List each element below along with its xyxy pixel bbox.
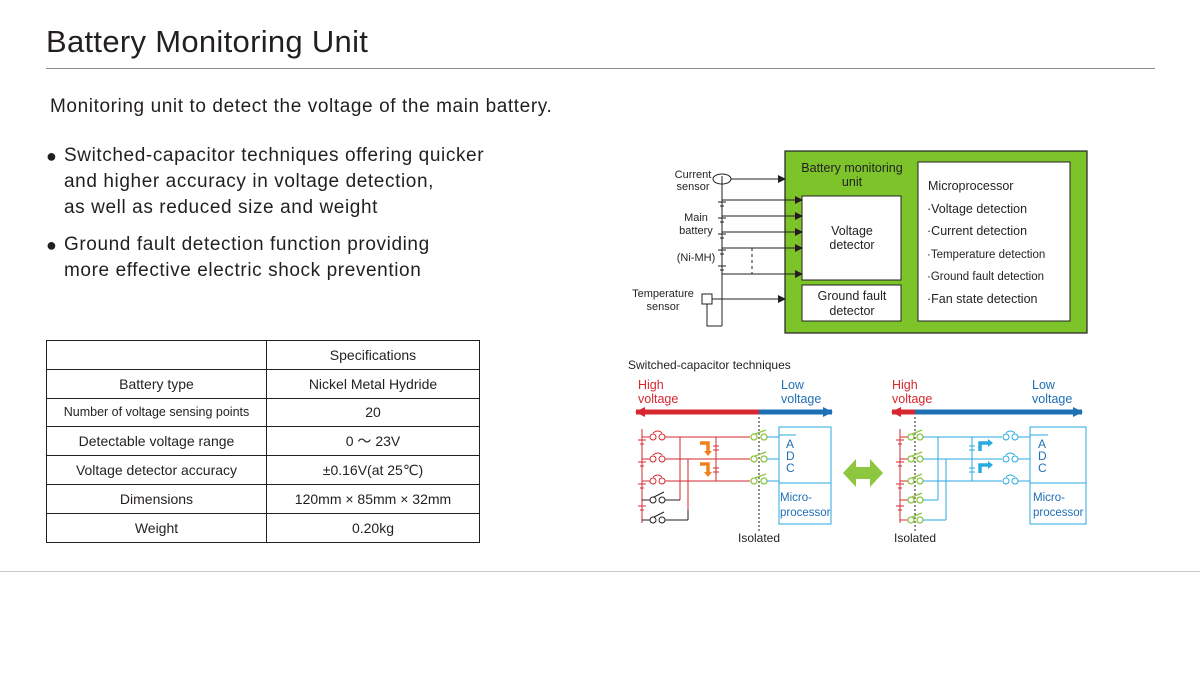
micro-label: Micro- bbox=[1033, 492, 1065, 504]
adc-letter: D bbox=[1038, 449, 1047, 463]
block-diagram: Battery monitoring unit Voltage detector… bbox=[632, 150, 1088, 334]
bullet-marker: ● bbox=[46, 146, 58, 166]
nimh-label: (Ni-MH) bbox=[677, 252, 715, 264]
isolated-label: Isolated bbox=[894, 531, 936, 545]
high-voltage-label: High bbox=[892, 378, 918, 392]
unit-label: Battery monitoring bbox=[801, 161, 902, 175]
feature-text: Ground fault detection function providin… bbox=[64, 234, 430, 281]
low-voltage-label: voltage bbox=[1032, 392, 1072, 406]
adc-letter: D bbox=[786, 449, 795, 463]
low-voltage-label: voltage bbox=[781, 392, 821, 406]
feature-item: ● Ground fault detection function provid… bbox=[46, 232, 606, 284]
footer-divider bbox=[0, 571, 1200, 572]
main-battery-label: battery bbox=[679, 225, 713, 237]
spec-label: Weight bbox=[46, 512, 267, 543]
high-voltage-label: voltage bbox=[892, 392, 932, 406]
temp-sensor-label: sensor bbox=[646, 301, 679, 313]
spec-value: 0.20kg bbox=[266, 512, 480, 543]
ground-fault-detector-box bbox=[801, 284, 902, 322]
temp-sensor-icon bbox=[701, 293, 713, 305]
micro-item: ·Fan state detection bbox=[927, 292, 1038, 306]
spec-label: Battery type bbox=[46, 368, 267, 399]
switched-capacitor-diagram: Switched-capacitor techniques High volta… bbox=[628, 358, 1087, 545]
spec-table: Specifications Battery type Nickel Metal… bbox=[46, 340, 480, 543]
high-voltage-label: High bbox=[638, 378, 664, 392]
table-row: Battery type Nickel Metal Hydride bbox=[46, 368, 480, 399]
unit-label: unit bbox=[842, 175, 863, 189]
table-row: Voltage detector accuracy ±0.16V(at 25℃) bbox=[46, 455, 480, 485]
charge-flow-icon bbox=[700, 441, 710, 451]
voltage-detector-label: detector bbox=[829, 238, 874, 252]
current-sensor-label: Current bbox=[675, 169, 712, 181]
current-sensor-label: sensor bbox=[676, 181, 709, 193]
spec-value: Nickel Metal Hydride bbox=[266, 368, 480, 399]
microprocessor-box bbox=[917, 161, 1071, 322]
adc-box bbox=[778, 426, 832, 525]
microprocessor-title: Microprocessor bbox=[928, 179, 1013, 193]
spec-header-empty bbox=[46, 340, 267, 370]
charge-flow-icon bbox=[700, 462, 710, 472]
micro-label: processor bbox=[780, 507, 831, 519]
switch-cycle-arrow-icon bbox=[843, 459, 883, 487]
spec-value: ±0.16V(at 25℃) bbox=[266, 455, 480, 485]
table-row: Dimensions 120mm × 85mm × 32mm bbox=[46, 483, 480, 514]
voltage-detector-box bbox=[801, 195, 902, 281]
temp-sensor-label: Temperature bbox=[632, 288, 694, 300]
bullet-marker: ● bbox=[46, 235, 58, 255]
table-row: Weight 0.20kg bbox=[46, 512, 480, 543]
low-voltage-label: Low bbox=[1032, 378, 1056, 392]
battery-cells-icon bbox=[718, 201, 726, 271]
micro-item: ·Temperature detection bbox=[927, 249, 1045, 261]
high-voltage-label: voltage bbox=[638, 392, 678, 406]
title-divider bbox=[46, 68, 1155, 69]
adc-letter: A bbox=[786, 437, 794, 451]
spec-header-row: Specifications bbox=[46, 340, 480, 370]
adc-letter: C bbox=[1038, 461, 1047, 475]
spec-value: 120mm × 85mm × 32mm bbox=[266, 483, 480, 514]
feature-list: ● Switched-capacitor techniques offering… bbox=[46, 143, 606, 295]
adc-box bbox=[1029, 426, 1087, 525]
spec-label: Dimensions bbox=[46, 483, 267, 514]
isolated-label: Isolated bbox=[738, 531, 780, 545]
table-row: Number of voltage sensing points 20 bbox=[46, 397, 480, 428]
spec-header: Specifications bbox=[266, 340, 480, 370]
micro-item: ·Ground fault detection bbox=[927, 271, 1044, 283]
spec-label: Number of voltage sensing points bbox=[46, 397, 267, 428]
micro-item: ·Voltage detection bbox=[927, 202, 1027, 216]
voltage-detector-label: Voltage bbox=[831, 224, 873, 238]
spec-label: Detectable voltage range bbox=[46, 426, 267, 457]
micro-item: ·Current detection bbox=[927, 224, 1027, 238]
feature-text: Switched-capacitor techniques offering q… bbox=[64, 145, 485, 218]
sc-title: Switched-capacitor techniques bbox=[628, 358, 791, 372]
subtitle: Monitoring unit to detect the voltage of… bbox=[50, 96, 553, 117]
spec-label: Voltage detector accuracy bbox=[46, 455, 267, 485]
ground-fault-label: Ground fault bbox=[818, 289, 887, 303]
transfer-flow-icon bbox=[978, 463, 988, 473]
adc-letter: A bbox=[1038, 437, 1046, 451]
spec-value: 0 ～ 23V bbox=[266, 426, 480, 457]
adc-letter: C bbox=[786, 461, 795, 475]
transfer-flow-icon bbox=[978, 441, 988, 451]
low-voltage-label: Low bbox=[781, 378, 805, 392]
ground-fault-label: detector bbox=[829, 304, 874, 318]
spec-value: 20 bbox=[266, 397, 480, 428]
page-title: Battery Monitoring Unit bbox=[46, 24, 369, 59]
feature-item: ● Switched-capacitor techniques offering… bbox=[46, 143, 606, 221]
micro-label: processor bbox=[1033, 507, 1084, 519]
main-battery-label: Main bbox=[684, 212, 708, 224]
table-row: Detectable voltage range 0 ～ 23V bbox=[46, 426, 480, 457]
micro-label: Micro- bbox=[780, 492, 812, 504]
